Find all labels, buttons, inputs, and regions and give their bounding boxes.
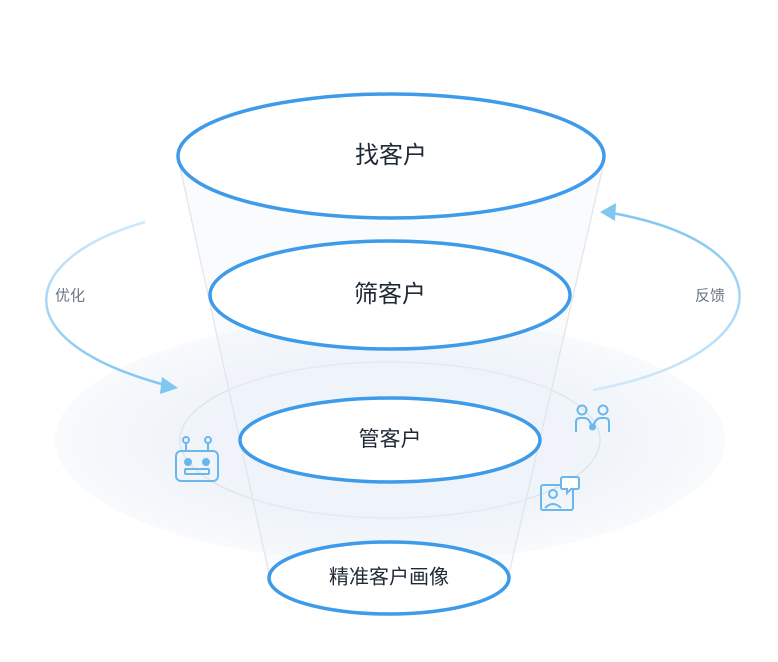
optimize-arrow — [45, 220, 166, 387]
level-label-portrait: 精准客户画像 — [329, 565, 449, 589]
level-label-manage: 管客户 — [359, 427, 422, 451]
level-ring-find — [176, 92, 606, 220]
level-ring-manage — [238, 396, 542, 484]
loop-right-label: 反馈 — [695, 287, 725, 305]
people-icon — [575, 404, 610, 432]
orbit-ring — [179, 361, 601, 519]
feedback-arrow-head — [600, 203, 616, 221]
profile-chat-icon — [540, 476, 580, 511]
feedback-arrow — [592, 211, 741, 392]
optimize-arrow-head — [160, 377, 178, 394]
robot-icon — [175, 436, 219, 482]
level-label-find: 找客户 — [355, 141, 427, 169]
level-ring-filter — [208, 239, 572, 351]
loop-left-label: 优化 — [55, 287, 85, 305]
level-ring-portrait — [267, 540, 511, 616]
level-label-filter: 筛客户 — [354, 280, 426, 308]
